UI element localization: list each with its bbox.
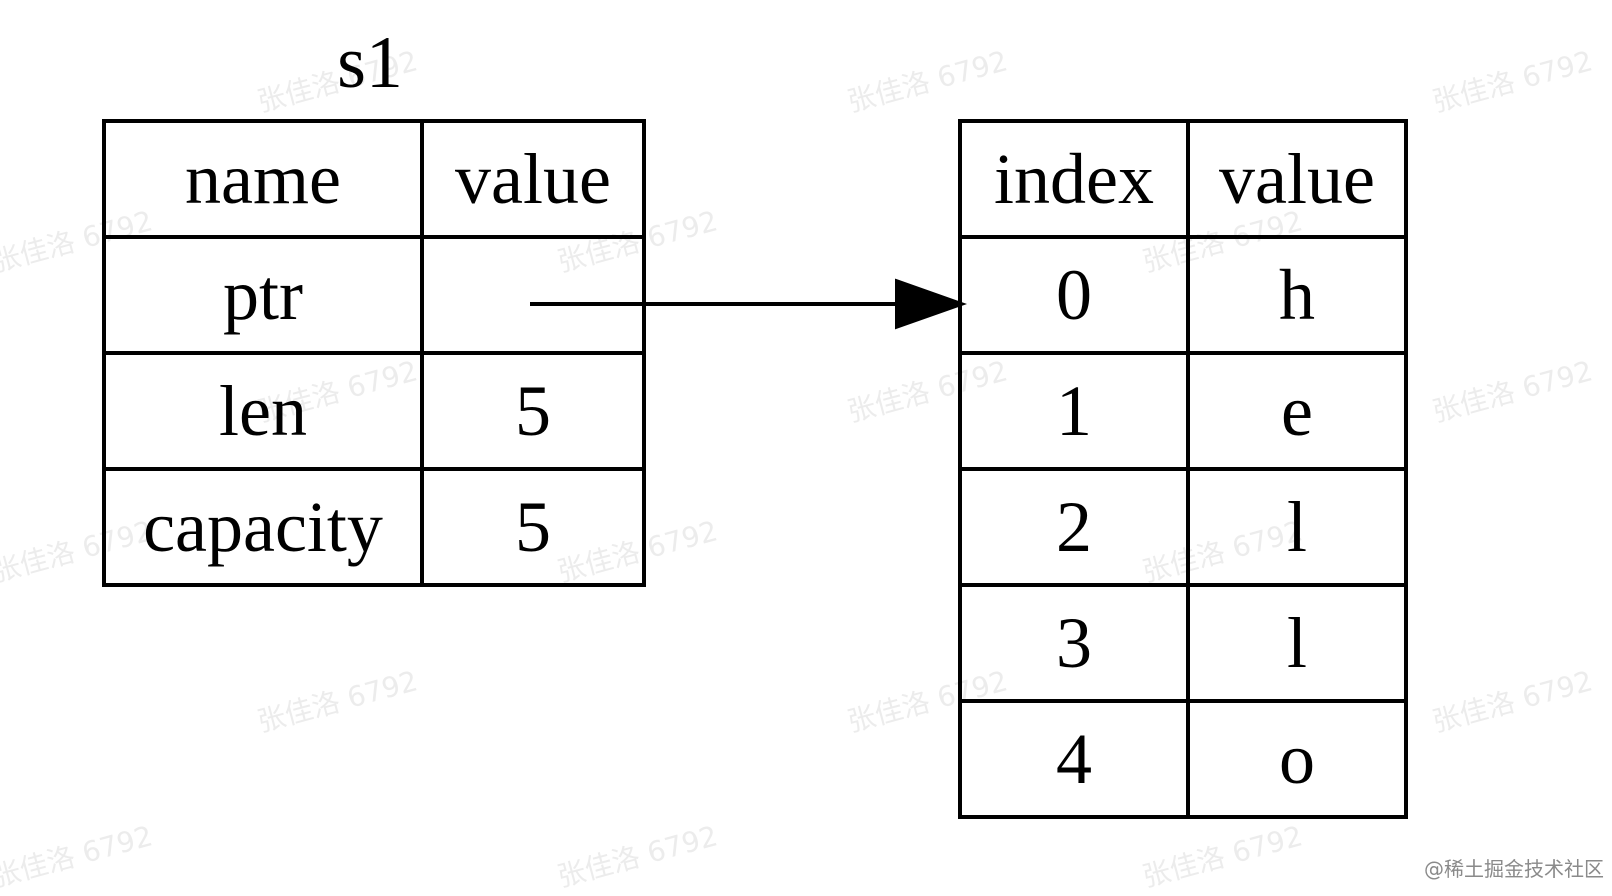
- s1-field-name: ptr: [102, 235, 424, 355]
- s1-title: s1: [337, 22, 403, 104]
- watermark: 张佳洛 6792: [1428, 44, 1597, 119]
- heap-row: 4 o: [958, 699, 1408, 819]
- s1-field-name: len: [102, 351, 424, 471]
- s1-field-value: [420, 235, 646, 355]
- watermark: 张佳洛 6792: [0, 819, 157, 894]
- s1-row-capacity: capacity 5: [102, 467, 646, 587]
- s1-field-name: capacity: [102, 467, 424, 587]
- heap-row: 0 h: [958, 235, 1408, 355]
- s1-row-len: len 5: [102, 351, 646, 471]
- heap-index-cell: 1: [958, 351, 1190, 471]
- heap-row: 2 l: [958, 467, 1408, 587]
- s1-field-value: 5: [420, 467, 646, 587]
- heap-row: 1 e: [958, 351, 1408, 471]
- heap-value-cell: l: [1186, 583, 1408, 703]
- s1-header-value: value: [420, 119, 646, 239]
- s1-header-name: name: [102, 119, 424, 239]
- ptr-arrowhead: [895, 278, 968, 330]
- heap-index-cell: 2: [958, 467, 1190, 587]
- watermark: 张佳洛 6792: [843, 44, 1012, 119]
- watermark: 张佳洛 6792: [253, 664, 422, 739]
- heap-buffer-table: index value 0 h 1 e 2 l 3 l 4 o: [958, 119, 1408, 819]
- heap-row: 3 l: [958, 583, 1408, 703]
- credit-text: @稀土掘金技术社区: [1424, 857, 1604, 881]
- watermark: 张佳洛 6792: [1138, 819, 1307, 894]
- heap-value-cell: o: [1186, 699, 1408, 819]
- heap-value-cell: h: [1186, 235, 1408, 355]
- heap-index-cell: 0: [958, 235, 1190, 355]
- s1-row-ptr: ptr: [102, 235, 646, 355]
- heap-value-cell: l: [1186, 467, 1408, 587]
- s1-struct-table: name value ptr len 5 capacity 5: [102, 119, 646, 587]
- s1-header-row: name value: [102, 119, 646, 239]
- heap-index-cell: 4: [958, 699, 1190, 819]
- s1-field-value: 5: [420, 351, 646, 471]
- heap-value-cell: e: [1186, 351, 1408, 471]
- watermark: 张佳洛 6792: [553, 819, 722, 894]
- heap-index-cell: 3: [958, 583, 1190, 703]
- heap-header-index: index: [958, 119, 1190, 239]
- heap-header-row: index value: [958, 119, 1408, 239]
- watermark: 张佳洛 6792: [1428, 664, 1597, 739]
- heap-header-value: value: [1186, 119, 1408, 239]
- watermark: 张佳洛 6792: [1428, 354, 1597, 429]
